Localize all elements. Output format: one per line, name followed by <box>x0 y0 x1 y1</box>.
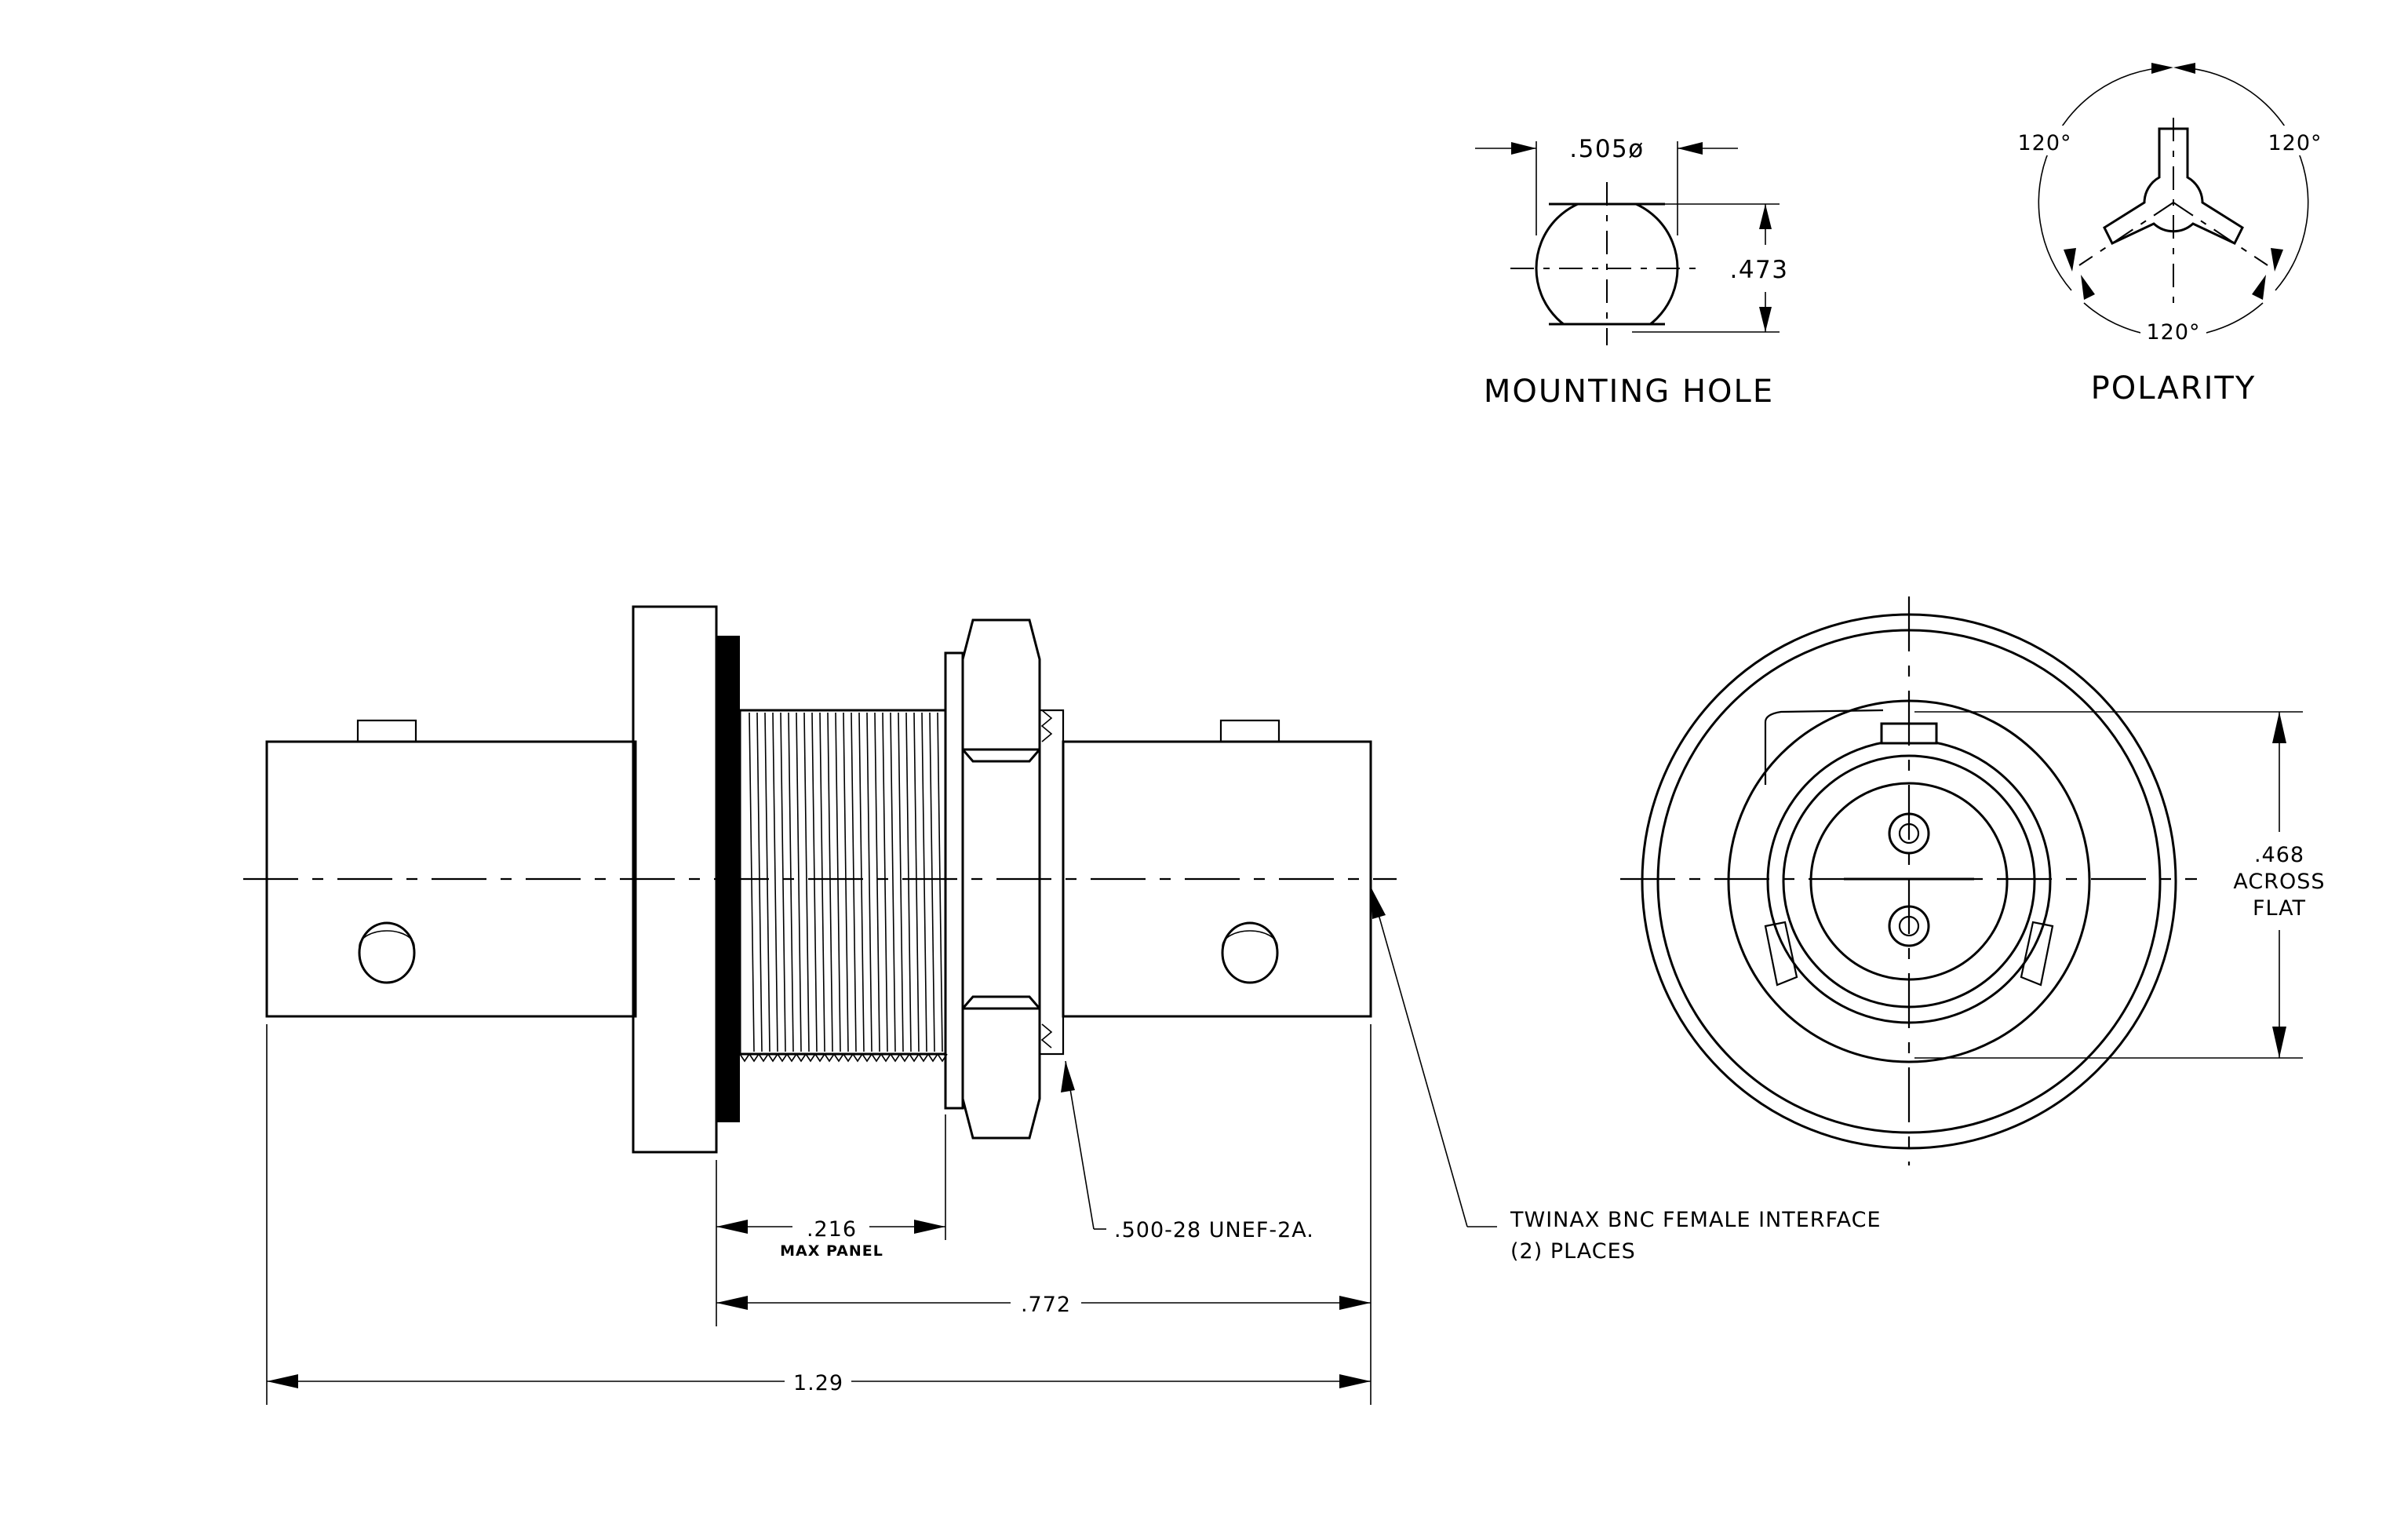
polarity-key-outline <box>2103 127 2244 245</box>
thread-line <box>874 712 880 1052</box>
thread-line <box>929 712 935 1052</box>
arrow-head <box>2271 248 2283 272</box>
label-bg <box>2260 126 2326 155</box>
arrow-head <box>2272 712 2286 743</box>
arrow-head <box>2064 248 2076 272</box>
arrow-head <box>2081 275 2095 300</box>
interface-note-line1: TWINAX BNC FEMALE INTERFACE <box>1510 1208 1882 1232</box>
thread-line <box>756 712 763 1052</box>
thread-line <box>937 712 943 1052</box>
arrow-head <box>2173 63 2195 74</box>
thread-line <box>764 712 770 1052</box>
thread-line <box>749 712 755 1052</box>
dim-panel-label: .216 <box>807 1217 857 1242</box>
thread-line <box>780 712 786 1052</box>
right-lug-stud <box>1221 921 1279 984</box>
arrow-head <box>1759 307 1772 332</box>
connector-side-view <box>243 605 1397 1154</box>
label-bg <box>2013 126 2079 155</box>
arrow-head <box>1339 1296 1371 1310</box>
polarity-title: POLARITY <box>2091 370 2257 407</box>
thread-line <box>858 712 865 1052</box>
thread-line <box>905 712 912 1052</box>
thread-stub <box>1038 709 1065 1056</box>
arrow-head <box>1061 1061 1075 1092</box>
mounting-hole-diameter-label: .505ø <box>1569 135 1645 163</box>
thread-line <box>819 712 825 1052</box>
right-bnc-body <box>1062 740 1372 1018</box>
dim-mid-label: .772 <box>1021 1293 1071 1317</box>
left-bayonet-pin <box>356 719 417 743</box>
flat-value-label: .468 <box>2254 843 2304 867</box>
arrow-head <box>914 1220 945 1234</box>
polarity-arc-right <box>2180 67 2309 291</box>
thread-line <box>890 712 896 1052</box>
thread-line <box>827 712 833 1052</box>
arrow-head <box>1759 204 1772 229</box>
dim-panel-note: MAX PANEL <box>780 1242 883 1260</box>
hex-nut-bottom <box>961 995 1041 1140</box>
arrow-head <box>2272 1027 2286 1058</box>
arrow-head <box>1511 142 1536 155</box>
arrow-head <box>1371 887 1386 919</box>
thread-line <box>803 712 810 1052</box>
polarity-centerline-left <box>2078 202 2174 266</box>
arrow-head <box>1339 1374 1371 1388</box>
left-lug-edge <box>359 930 415 947</box>
flat-line2-label: ACROSS <box>2233 870 2325 894</box>
thread-line <box>811 712 818 1052</box>
arrow-head <box>1678 142 1703 155</box>
dim-overall-label: 1.29 <box>793 1371 843 1395</box>
end-view-lug-left <box>1764 921 1798 987</box>
thread-line <box>913 712 920 1052</box>
thread-line <box>835 712 841 1052</box>
arrow-head <box>2151 63 2173 74</box>
hex-nut-top <box>961 618 1041 763</box>
thread-lines <box>739 712 948 1063</box>
arrow-head <box>716 1296 748 1310</box>
polarity-arc-left <box>2038 67 2167 291</box>
connector-end-view: .468 ACROSS FLAT <box>1620 596 2325 1165</box>
thread-teeth <box>739 1052 948 1063</box>
thread-line <box>921 712 927 1052</box>
lock-washer <box>944 651 964 1110</box>
right-lug-edge <box>1222 930 1278 947</box>
interface-note-line2: (2) PLACES <box>1510 1239 1636 1264</box>
arrow-head <box>267 1374 298 1388</box>
thread-line <box>882 712 888 1052</box>
right-bayonet-pin <box>1219 719 1281 743</box>
thread-line <box>851 712 857 1052</box>
side-view-dimensions: .216 MAX PANEL .500-28 UNEF-2A. .772 1.2… <box>266 886 1882 1405</box>
thread-line <box>866 712 872 1052</box>
end-view-lug-right <box>2020 921 2054 987</box>
flat-line3-label: FLAT <box>2253 896 2306 921</box>
thread-line <box>843 712 849 1052</box>
mounting-hole-height-label: .473 <box>1729 256 1788 284</box>
thread-stub-teeth <box>1040 709 1053 1049</box>
thread-line <box>796 712 802 1052</box>
polarity-angle-right: 120° <box>2268 131 2322 155</box>
thread-line <box>898 712 904 1052</box>
end-view-flat-edge <box>1764 709 1884 785</box>
interface-leader <box>1370 886 1468 1227</box>
polarity-angle-bottom: 120° <box>2146 320 2200 345</box>
mounting-hole-title: MOUNTING HOLE <box>1484 374 1774 410</box>
thread-callout: .500-28 UNEF-2A. <box>1114 1218 1314 1242</box>
arrow-head <box>2252 275 2266 300</box>
label-bg <box>2140 316 2206 342</box>
thread-line <box>788 712 794 1052</box>
arrow-head <box>716 1220 748 1234</box>
thread-line <box>772 712 778 1052</box>
polarity-angle-left: 120° <box>2017 131 2071 155</box>
polarity-detail: 120° 120° 120° POLARITY <box>2013 63 2326 407</box>
left-lug-stud <box>358 921 416 984</box>
mounting-hole-detail: .505ø .473 MOUNTING HOLE <box>1475 135 1788 410</box>
polarity-centerline-right <box>2173 202 2268 266</box>
